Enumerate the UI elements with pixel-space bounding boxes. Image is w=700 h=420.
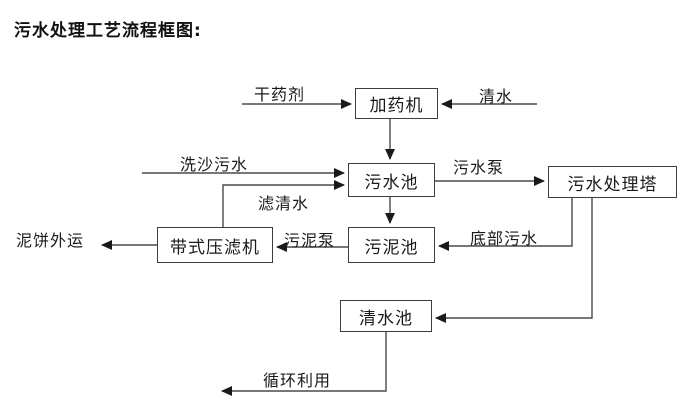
node-treatment-tower: 污水处理塔 [548,166,677,198]
arrow-filtered-water-to-sewage-pool [222,180,345,227]
node-clean-water-pool: 清水池 [340,300,432,332]
arrow-bottom-sewage-to-sludge-pool [438,198,573,251]
edge-label-sand-washing-sewage: 洗沙污水 [180,155,249,174]
edge-label-dry-chemical: 干药剂 [254,85,306,104]
node-dosing-machine: 加药机 [355,88,438,119]
node-belt-filter-press: 带式压滤机 [157,227,273,263]
arrow-recycle-out [221,332,387,396]
arrow-tower-to-clean-pool [435,198,593,323]
diagram-title: 污水处理工艺流程框图: [14,21,202,41]
node-sewage-pool: 污水池 [348,163,435,197]
edge-label-sludge-pump: 污泥泵 [284,231,336,250]
edge-label-sewage-pump: 污水泵 [453,158,505,177]
edge-label-bottom-sewage: 底部污水 [470,229,539,248]
edge-label-clean-water: 清水 [479,87,514,106]
edge-label-recycle-use: 循环利用 [263,371,332,390]
edge-label-filtered-water: 滤清水 [258,194,310,213]
edge-label-mud-cake-out: 泥饼外运 [16,231,85,250]
node-sludge-pool: 污泥池 [348,227,435,263]
